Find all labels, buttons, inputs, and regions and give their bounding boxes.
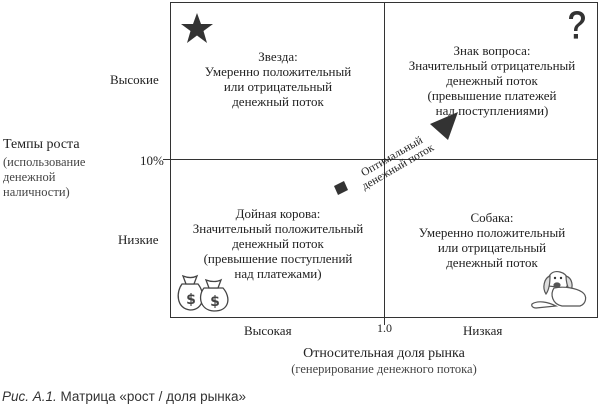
y-mid-label: 10% xyxy=(140,153,164,168)
star-line-4: денежный поток xyxy=(232,94,324,109)
x-low-label: Низкая xyxy=(463,323,503,338)
figure-caption: Рис. А.1. Матрица «рост / доля рынка» xyxy=(2,389,246,404)
money-bags-icon: $ $ xyxy=(177,274,229,312)
y-axis-subtitle-2: денежной xyxy=(3,170,56,184)
dog-line-3: или отрицательный xyxy=(437,240,547,255)
y-axis-subtitle-3: наличности) xyxy=(3,185,70,199)
cow-line-5: над платежами) xyxy=(234,266,322,281)
svg-text:$: $ xyxy=(186,292,196,308)
cow-line-3: денежный поток xyxy=(232,236,324,251)
quadrant-cow-text: Дойная корова: Значительный положительны… xyxy=(172,206,384,281)
x-axis-subtitle: (генерирование денежного потока) xyxy=(291,362,477,376)
optimal-cashflow-arrow xyxy=(334,112,458,195)
dog-icon xyxy=(531,271,587,309)
star-line-3: или отрицательный xyxy=(223,79,333,94)
figure-title: Матрица «рост / доля рынка» xyxy=(56,389,246,404)
y-high-label: Высокие xyxy=(110,72,159,87)
cow-line-4: (превышение поступлений xyxy=(203,251,353,266)
vertical-divider xyxy=(384,2,385,318)
question-line-3: денежный поток xyxy=(446,73,538,88)
star-icon xyxy=(181,13,213,43)
x-tick-mid xyxy=(384,318,385,325)
y-tick-mid xyxy=(163,159,170,160)
quadrant-star-text: Звезда: Умеренно положительный или отриц… xyxy=(172,49,384,109)
x-axis-title: Относительная доля рынка xyxy=(303,346,465,361)
x-high-label: Высокая xyxy=(244,323,292,338)
dog-line-2: Умеренно положительный xyxy=(418,225,566,240)
y-axis-subtitle-1: (использование xyxy=(3,155,86,169)
star-title: Звезда: xyxy=(258,49,298,64)
question-line-2: Значительный отрицательный xyxy=(408,58,576,73)
horizontal-divider xyxy=(170,159,598,160)
dog-line-4: денежный поток xyxy=(446,255,538,270)
y-axis-title: Темпы роста xyxy=(3,137,80,152)
x-mid-label: 1.0 xyxy=(377,321,392,335)
svg-text:$: $ xyxy=(210,294,220,310)
quadrant-dog-text: Собака: Умеренно положительный или отриц… xyxy=(386,210,598,270)
star-line-2: Умеренно положительный xyxy=(204,64,352,79)
cow-line-2: Значительный положительный xyxy=(192,221,364,236)
dog-title: Собака: xyxy=(470,210,514,225)
figure-number: Рис. А.1. xyxy=(2,389,57,404)
question-title: Знак вопроса: xyxy=(453,43,531,58)
y-low-label: Низкие xyxy=(118,232,159,247)
y-axis-title-block: Темпы роста (использование денежной нали… xyxy=(3,137,85,200)
cow-title: Дойная корова: xyxy=(235,206,321,221)
question-line-4: (превышение платежей xyxy=(427,88,557,103)
question-line-5: над поступлениями) xyxy=(435,103,549,118)
x-axis-title-block: Относительная доля рынка (генерирование … xyxy=(170,346,598,377)
question-mark-icon xyxy=(569,11,585,39)
quadrant-question-text: Знак вопроса: Значительный отрицательный… xyxy=(386,43,598,118)
